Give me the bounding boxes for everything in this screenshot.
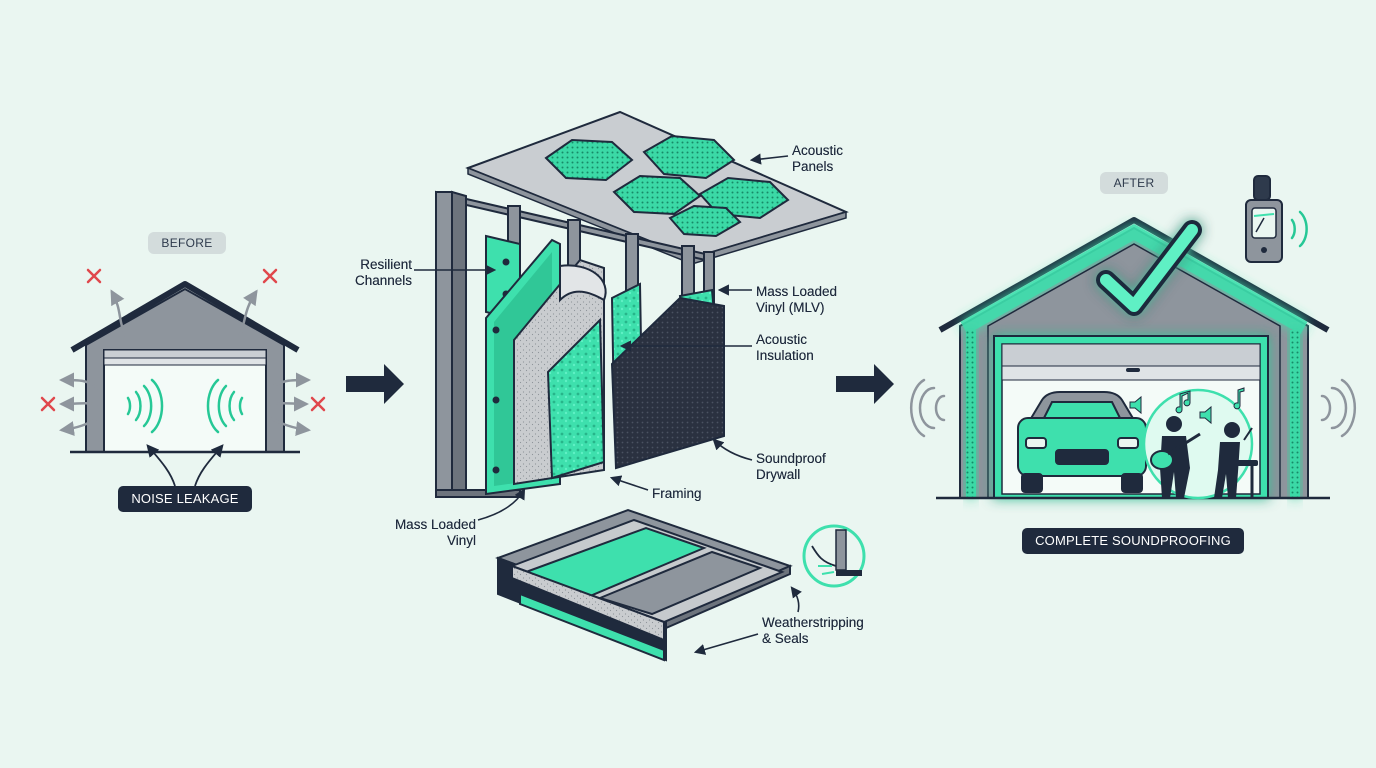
complete-soundproofing-badge: COMPLETE SOUNDPROOFING bbox=[1022, 528, 1244, 554]
label-mlv-floor: Mass Loaded Vinyl bbox=[394, 517, 476, 548]
noise-leakage-badge: NOISE LEAKAGE bbox=[118, 486, 252, 512]
before-garage bbox=[70, 281, 300, 454]
sound-meter-icon bbox=[1245, 175, 1308, 263]
label-framing: Framing bbox=[652, 486, 702, 501]
label-acoustic-panels: Acoustic Panels bbox=[792, 143, 844, 174]
drummer-icon bbox=[1214, 422, 1258, 498]
arrow-right-icon bbox=[346, 364, 894, 404]
before-tag: BEFORE bbox=[148, 232, 226, 254]
car-icon bbox=[1017, 391, 1147, 493]
checkmark-icon bbox=[1096, 220, 1202, 316]
floor-assembly bbox=[495, 508, 793, 662]
label-weatherstripping: Weatherstripping & Seals bbox=[762, 615, 864, 646]
callout-lines bbox=[414, 153, 802, 655]
leak-arrows bbox=[59, 289, 311, 436]
speaker-icon bbox=[1129, 395, 1212, 425]
x-mark-icon bbox=[40, 268, 326, 412]
sound-wave-icon bbox=[126, 378, 244, 434]
leakage-pointer-arrows bbox=[146, 444, 224, 487]
label-mlv-wall: Mass Loaded Vinyl (MLV) bbox=[756, 284, 838, 315]
after-tag: AFTER bbox=[1100, 172, 1168, 194]
music-note-icon bbox=[1175, 387, 1245, 414]
acoustic-panel-hexagons bbox=[544, 134, 790, 238]
label-soundproof-drywall: Soundproof Drywall bbox=[756, 451, 826, 482]
label-acoustic-insulation: Acoustic Insulation bbox=[756, 332, 814, 363]
sound-wave-icon bbox=[909, 378, 1357, 438]
label-resilient-channels: Resilient Channels bbox=[354, 257, 412, 288]
dark-drywall-panel bbox=[610, 296, 725, 470]
seal-detail-inset bbox=[802, 524, 866, 588]
guitar-player-icon bbox=[1150, 416, 1201, 498]
